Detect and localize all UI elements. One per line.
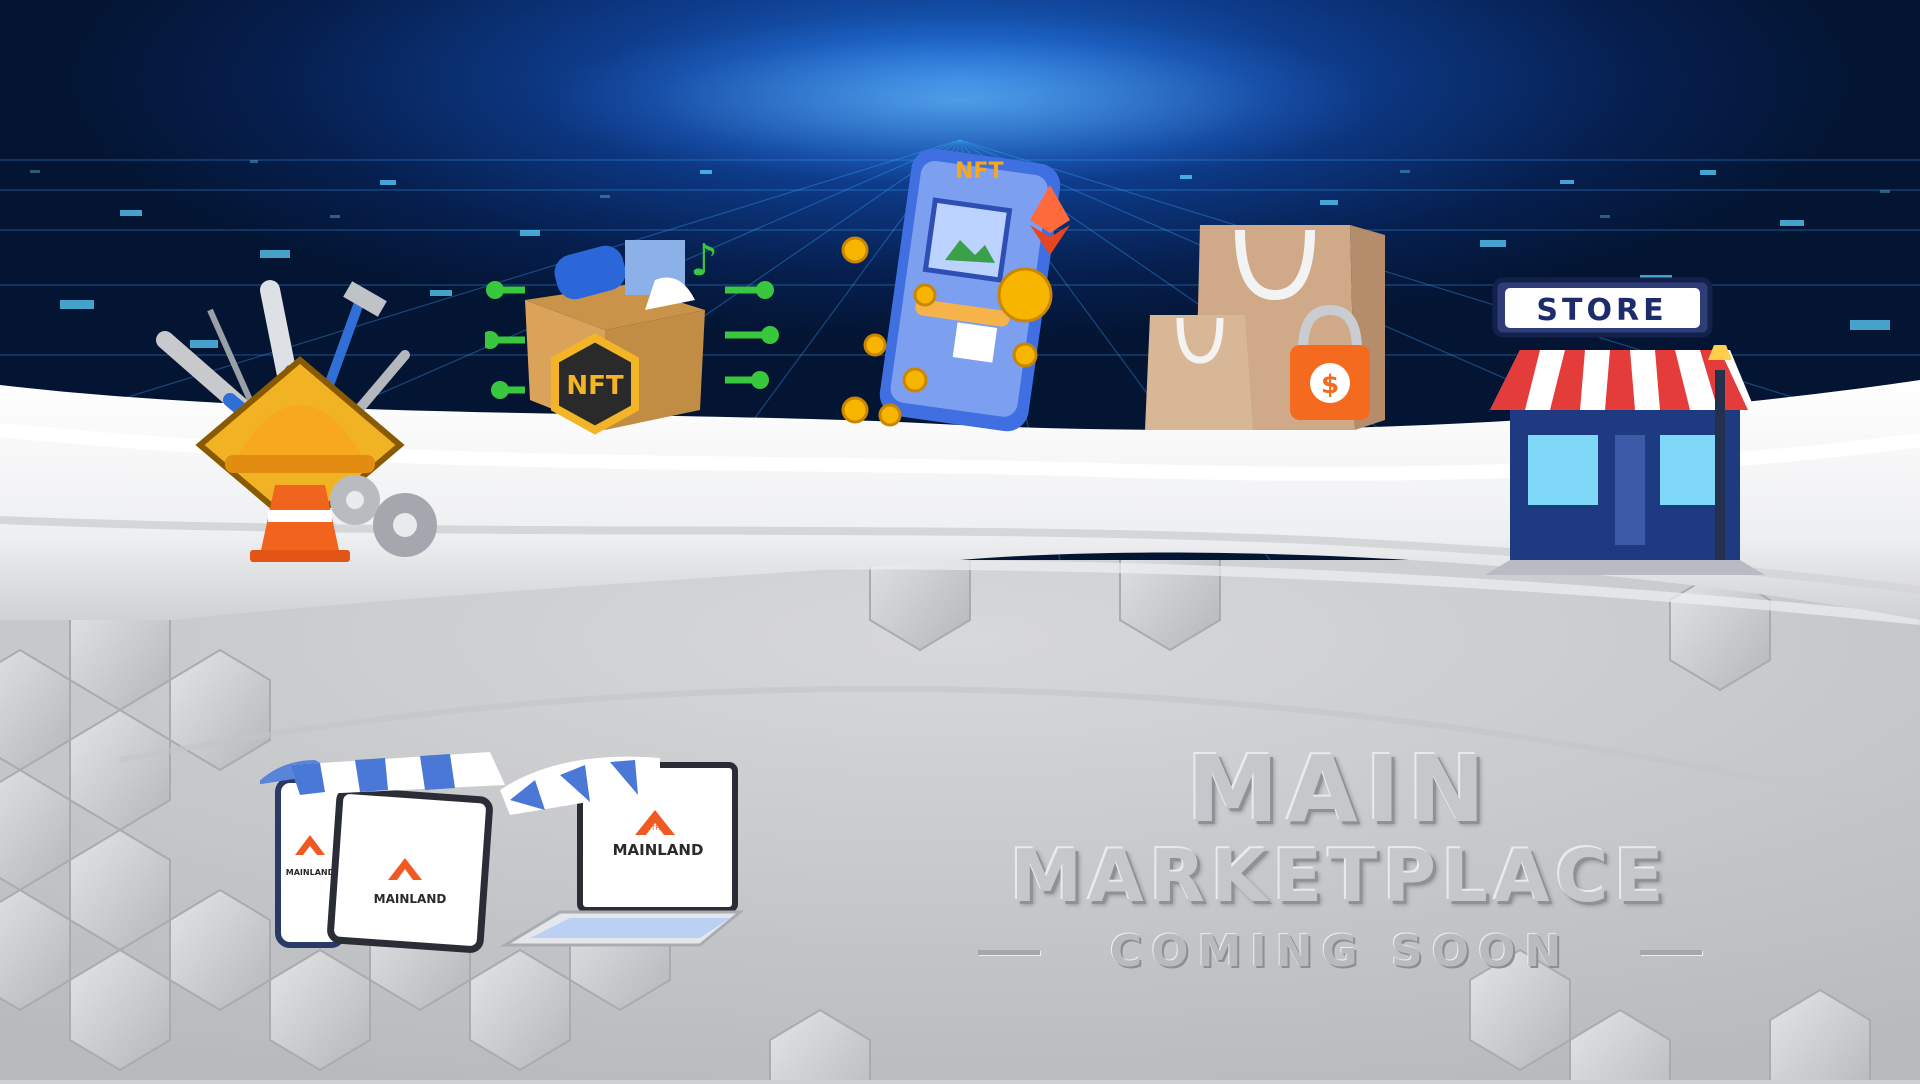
shopping-bags-illustration: $ bbox=[1145, 225, 1385, 430]
hexagon-pattern bbox=[0, 528, 1920, 1084]
left-divider-line bbox=[978, 950, 1040, 955]
nft-box-illustration: ♪ NFT bbox=[485, 235, 779, 435]
phone-nft-label: NFT bbox=[955, 159, 1003, 184]
title-main: MAIN bbox=[1187, 736, 1493, 843]
laptop-brand-text: MAINLAND bbox=[613, 841, 704, 859]
tablet-mockup: MAINLAND bbox=[290, 752, 505, 953]
nft-badge-text: NFT bbox=[566, 371, 624, 401]
lock-dollar-icon: $ bbox=[1321, 370, 1339, 400]
mainland-devices-illustration: MAINLAND MAINLAND THE MAINLAND bbox=[260, 752, 745, 953]
laptop-brand-prefix: THE bbox=[650, 824, 665, 832]
tools-hardhat-illustration bbox=[156, 280, 437, 562]
coming-soon-row: COMING SOON bbox=[900, 926, 1780, 977]
coming-soon-text: COMING SOON bbox=[1109, 926, 1571, 977]
laptop-mockup: THE MAINLAND bbox=[499, 756, 745, 947]
title-block: MAIN MARKETPLACE COMING SOON bbox=[900, 740, 1780, 980]
right-divider-line bbox=[1640, 950, 1702, 955]
store-sign-text: STORE bbox=[1536, 293, 1667, 328]
store-illustration: STORE bbox=[1485, 277, 1765, 575]
phone-brand-text: MAINLAND bbox=[286, 868, 335, 877]
category-illustrations: ♪ NFT NFT bbox=[156, 148, 1765, 575]
tablet-brand-text: MAINLAND bbox=[374, 892, 447, 906]
nft-phone-illustration: NFT bbox=[841, 148, 1070, 432]
svg-text:♪: ♪ bbox=[690, 235, 718, 286]
title-marketplace: MARKETPLACE bbox=[1010, 834, 1670, 918]
